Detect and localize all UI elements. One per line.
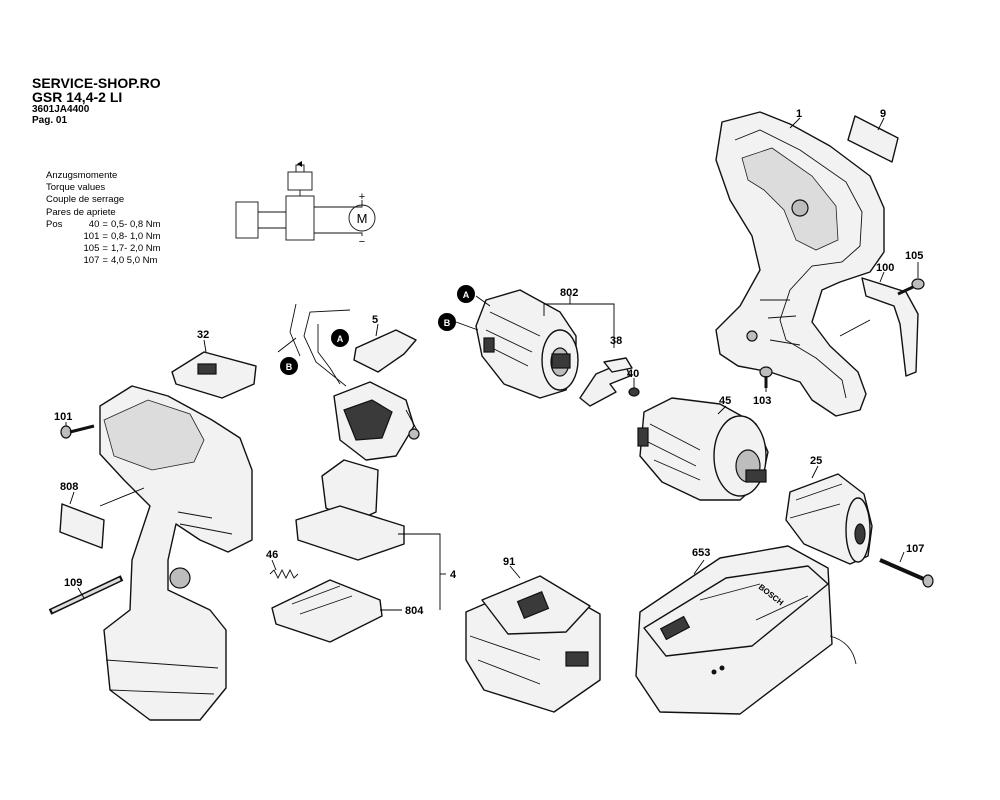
part-chuck	[785, 473, 873, 565]
label-part-40: 40	[627, 368, 639, 380]
part-belt-clip	[861, 277, 919, 377]
label-part-5: 5	[372, 314, 378, 326]
part-housing-shell	[715, 111, 885, 417]
torque-eq: =	[102, 255, 108, 267]
model-name: GSR 14,4-2 LI	[32, 89, 123, 105]
torque-eq: =	[102, 243, 108, 255]
label-part-100: 100	[876, 262, 894, 274]
torque-eq: =	[102, 218, 108, 230]
motor-symbol-icon	[348, 204, 376, 232]
label-part-46: 46	[266, 549, 278, 561]
label-part-38: 38	[610, 335, 622, 347]
label-part-109: 109	[64, 577, 82, 589]
schematic-switch-box	[285, 195, 315, 241]
torque-title-en: Torque values	[46, 182, 106, 194]
label-part-808: 808	[60, 481, 78, 493]
callout-a-motor: A	[457, 285, 475, 303]
torque-range: 1,7- 2,0 Nm	[110, 243, 161, 255]
label-part-804: 804	[405, 605, 424, 617]
minus-sign: −	[359, 236, 365, 248]
torque-title-fr: Couple de serrage	[46, 194, 125, 206]
callout-b-motor: B	[438, 313, 456, 331]
torque-range: 0,8- 1,0 Nm	[110, 231, 161, 243]
torque-pos: 40	[88, 218, 100, 230]
label-part-9: 9	[880, 108, 886, 120]
motor-letter: M	[357, 211, 368, 226]
part-spring-46	[269, 568, 299, 580]
torque-values: Pos 40 = 0,5- 0,8 Nm 101 = 0,8- 1,0 Nm 1…	[46, 219, 164, 268]
label-part-107: 107	[906, 543, 924, 555]
label-part-45: 45	[719, 395, 731, 407]
label-part-802: 802	[560, 287, 578, 299]
part-charger: BOSCH	[635, 545, 857, 715]
svg-text:A: A	[337, 334, 344, 344]
svg-text:A: A	[463, 290, 470, 300]
part-number: 3601JA4400	[32, 104, 90, 115]
torque-pos: 107	[83, 255, 100, 267]
schematic-battery-box	[235, 201, 259, 239]
part-screw-101	[60, 424, 95, 439]
svg-text:B: B	[444, 318, 451, 328]
part-bit-109	[48, 575, 124, 615]
part-gearbox	[637, 397, 769, 501]
shop-name: SERVICE-SHOP.RO	[32, 75, 161, 91]
label-part-653: 653	[692, 547, 710, 559]
wire-harness	[289, 303, 341, 385]
part-battery	[465, 575, 601, 713]
part-motor	[475, 289, 579, 399]
part-housing-left	[99, 385, 253, 721]
page-header: SERVICE-SHOP.RO GSR 14,4-2 LI 3601JA4400…	[32, 76, 161, 126]
torque-row: 105 = 1,7- 2,0 Nm	[46, 243, 164, 255]
part-screw-40	[628, 387, 640, 397]
part-latch-32	[171, 351, 257, 399]
part-screw-103	[759, 366, 773, 388]
torque-pos: 101	[83, 231, 100, 243]
torque-pos: 105	[83, 243, 100, 255]
torque-title-es: Pares de apriete	[46, 206, 116, 218]
schematic-diode-box	[287, 171, 313, 191]
label-part-105: 105	[905, 250, 923, 262]
label-part-103: 103	[753, 395, 771, 407]
wiring-schematic: M + −	[235, 161, 376, 248]
part-board-804	[271, 579, 383, 643]
part-label-9	[847, 115, 899, 163]
torque-eq: =	[102, 231, 108, 243]
torque-row: 107 = 4,0 5,0 Nm	[46, 255, 164, 267]
part-screw-107	[879, 558, 934, 588]
torque-range: 4,0 5,0 Nm	[110, 255, 158, 267]
torque-table: Anzugsmomente Torque values Couple de se…	[46, 170, 164, 268]
part-label-808	[59, 503, 105, 549]
label-part-101: 101	[54, 411, 72, 423]
pos-label: Pos	[46, 218, 63, 230]
diode-icon	[297, 161, 302, 167]
callout-a-harness: A	[331, 329, 349, 347]
plus-sign: +	[359, 191, 365, 203]
page-number: Pag. 01	[32, 115, 68, 126]
part-cover-5	[353, 329, 417, 373]
bracket-part-4	[398, 533, 441, 610]
torque-title-de: Anzugsmomente	[46, 170, 118, 181]
part-washer-38	[579, 357, 633, 407]
svg-text:B: B	[286, 362, 293, 372]
callout-b-harness: B	[280, 357, 298, 375]
label-part-91: 91	[503, 556, 515, 568]
part-switch	[295, 309, 420, 561]
label-part-25: 25	[810, 455, 822, 467]
label-part-32: 32	[197, 329, 209, 341]
torque-range: 0,5- 0,8 Nm	[110, 218, 161, 230]
torque-row: 101 = 0,8- 1,0 Nm	[46, 231, 164, 243]
label-part-1: 1	[796, 108, 802, 120]
label-part-4: 4	[450, 569, 457, 581]
torque-row: Pos 40 = 0,5- 0,8 Nm	[46, 219, 164, 231]
part-screw-105	[897, 278, 925, 296]
